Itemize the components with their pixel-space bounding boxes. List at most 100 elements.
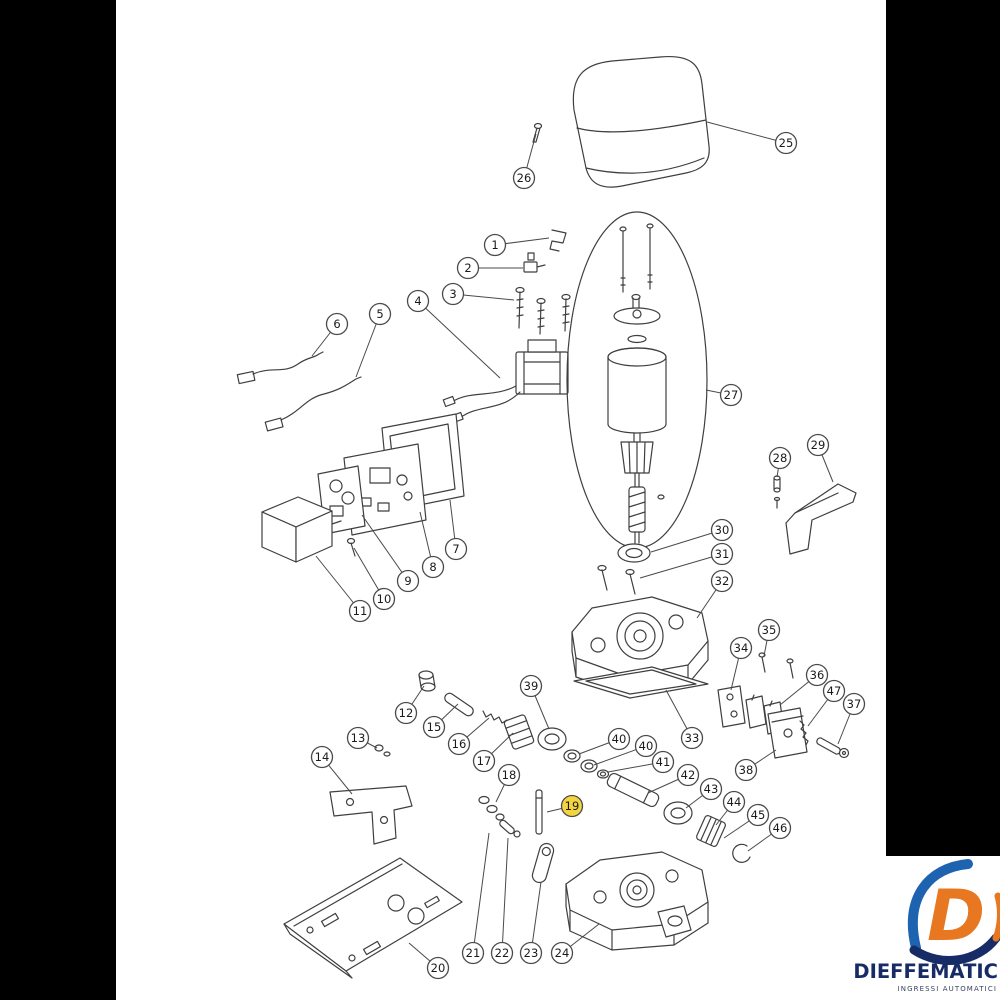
callout-number-20: 20 [431,961,446,975]
callout-balloon-7 [444,537,468,561]
logo-emblem-letter: D [927,875,985,957]
leader-line-23-22 [530,881,542,954]
callout-balloon-24 [550,941,574,965]
drive-shaft-part [606,772,660,808]
callout-balloon-14 [310,745,334,769]
limit-spring-part [799,720,809,746]
callout-balloon-2 [456,256,480,280]
callout-balloon-17 [472,749,496,773]
callout-balloon-23 [519,941,543,965]
bearing-front-part [537,727,567,751]
callout-balloon-40 [607,727,631,751]
callout-balloon-12 [394,701,418,725]
callout-balloon-21 [461,941,485,965]
callout-number-40: 40 [639,739,654,753]
limit-pin-part [816,737,850,759]
callout-number-2: 2 [464,261,471,275]
callout-balloon-8 [421,555,445,579]
callout-number-4: 4 [414,294,421,308]
callout-number-43: 43 [704,782,719,796]
callout-balloon-20 [426,956,450,980]
leader-line-5-4 [355,313,381,378]
callout-number-30: 30 [715,523,730,537]
limit-bracket-part [767,707,808,759]
callout-balloon-44 [722,790,746,814]
callout-balloon-33 [680,726,704,750]
callout-number-35: 35 [762,623,777,637]
mounting-bracket-part [329,785,413,845]
callout-balloon-1 [483,233,507,257]
leader-line-9-8 [361,514,409,582]
callout-balloon-39 [519,674,543,698]
release-pin-part [535,789,543,835]
callout-balloon-47 [822,679,846,703]
logo-swoosh-orange [992,892,1000,942]
release-bracket-part [785,483,857,555]
logo-swoosh-navy [909,933,1000,965]
callout-balloon-9 [396,569,420,593]
callout-number-16: 16 [452,737,467,751]
callout-number-28: 28 [773,451,788,465]
leader-line-25-24 [706,121,787,144]
callout-balloon-16 [447,732,471,756]
control-board-part [343,443,427,536]
callout-number-27: 27 [724,388,739,402]
callout-number-47: 47 [827,684,842,698]
callout-number-41: 41 [656,755,671,769]
leader-line-4-3 [417,300,501,379]
snap-ring-part [732,843,751,863]
callout-balloon-38 [734,758,758,782]
callout-balloon-40 [634,734,658,758]
callout-number-7: 7 [452,542,459,556]
callout-balloon-43 [699,777,723,801]
callout-balloon-31 [710,542,734,566]
callout-number-23: 23 [524,946,539,960]
ring-nut-part [617,543,651,563]
callout-balloon-41 [651,750,675,774]
callout-balloon-34 [729,636,753,660]
callout-number-21: 21 [466,946,481,960]
callout-balloon-19 [560,794,584,818]
leader-line-30-29 [650,529,723,553]
bracket-pins-part [773,475,781,509]
callout-balloon-27 [719,383,743,407]
callout-number-36: 36 [810,668,825,682]
callout-balloon-13 [346,726,370,750]
leader-line-31-30 [639,553,723,579]
release-spring-clip-part [549,229,567,252]
callout-balloon-36 [805,663,829,687]
callout-number-32: 32 [715,574,730,588]
callout-number-19: 19 [565,799,580,813]
callout-number-46: 46 [773,821,788,835]
callout-balloon-28 [768,446,792,470]
callout-number-26: 26 [517,171,532,185]
base-housing-part [565,851,709,951]
callout-balloon-10 [372,587,396,611]
callout-balloon-26 [512,166,536,190]
wire-harness-long-part [264,376,362,432]
release-arm-part [531,842,555,884]
callout-number-14: 14 [315,750,330,764]
logo-brand-text: DIEFFEMATIC [853,960,998,983]
callout-number-31: 31 [715,547,730,561]
callout-balloon-5 [368,302,392,326]
parts-layer [236,55,857,979]
drive-pin-part [444,692,474,717]
worm-gear-part [503,714,535,750]
limit-switch-screws-part [758,652,794,679]
callout-number-22: 22 [495,946,510,960]
callout-number-15: 15 [427,720,442,734]
logo-tagline-text: INGRESSI AUTOMATICI [898,985,997,993]
base-plate-part [283,857,463,979]
callout-balloon-11 [348,599,372,623]
callout-number-29: 29 [811,438,826,452]
callout-number-38: 38 [739,763,754,777]
spacer-bushing-part [418,670,436,692]
callout-number-9: 9 [404,574,411,588]
gear-housing-part [571,596,709,695]
callout-number-17: 17 [477,754,492,768]
callout-balloon-18 [497,763,521,787]
callout-balloon-46 [768,816,792,840]
